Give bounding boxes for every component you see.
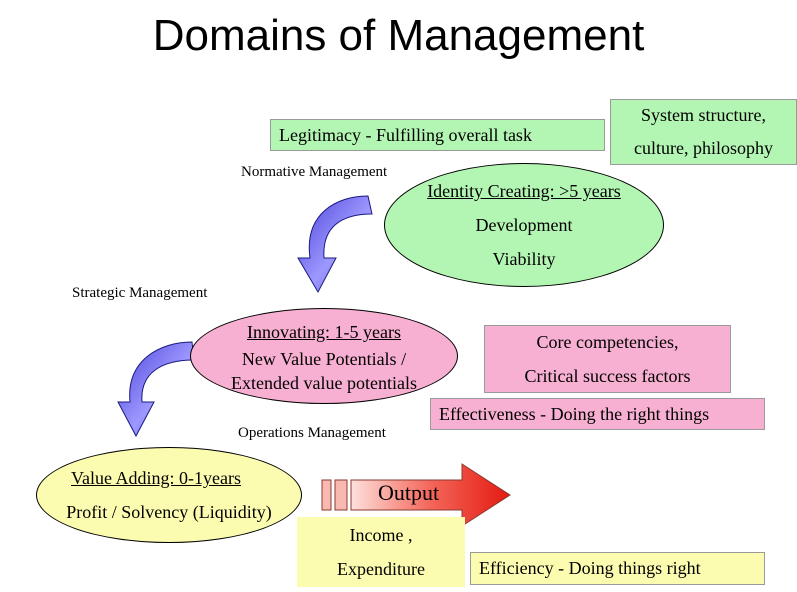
curved-arrow-strategic-to-operations (117, 341, 195, 438)
curved-arrow-normative-to-strategic (297, 195, 373, 294)
strategic-management-label: Strategic Management (72, 285, 208, 301)
normative-line: Viability (492, 249, 556, 269)
income-expenditure-line: Expenditure (337, 559, 425, 579)
output-arrow-stripe (334, 479, 348, 511)
strategic-line: Extended value potentials (231, 373, 417, 393)
system-structure-line: culture, philosophy (634, 138, 773, 158)
output-arrow (350, 463, 511, 527)
operations-ellipse: Value Adding: 0-1years Profit / Solvency… (36, 447, 302, 543)
effectiveness-box: Effectiveness - Doing the right things (430, 398, 765, 430)
core-competencies-box: Core competencies, Critical success fact… (484, 325, 731, 393)
normative-heading: Identity Creating: >5 years (427, 181, 621, 201)
page-title: Domains of Management (152, 11, 645, 60)
system-structure-box: System structure, culture, philosophy (610, 99, 797, 165)
core-competencies-line: Core competencies, (536, 332, 679, 352)
effectiveness-text: Effectiveness - Doing the right things (439, 403, 710, 424)
income-expenditure-box: Income , Expenditure (297, 517, 465, 587)
operations-line: Profit / Solvency (Liquidity) (66, 502, 272, 522)
income-expenditure-line: Income , (349, 525, 413, 545)
normative-ellipse: Identity Creating: >5 years Development … (384, 163, 664, 287)
legitimacy-text: Legitimacy - Fulfilling overall task (279, 124, 532, 145)
operations-management-label: Operations Management (238, 425, 386, 441)
strategic-heading: Innovating: 1-5 years (247, 322, 401, 342)
normative-line: Development (475, 215, 573, 235)
strategic-line: New Value Potentials / (241, 349, 407, 369)
efficiency-box: Efficiency - Doing things right (470, 552, 765, 585)
core-competencies-line: Critical success factors (524, 366, 691, 386)
normative-management-label: Normative Management (241, 164, 388, 180)
output-label: Output (378, 480, 440, 505)
output-arrow-stripe (321, 479, 332, 511)
efficiency-text: Efficiency - Doing things right (479, 558, 701, 578)
operations-heading: Value Adding: 0-1years (71, 468, 241, 488)
strategic-ellipse: Innovating: 1-5 years New Value Potentia… (190, 308, 458, 404)
legitimacy-box: Legitimacy - Fulfilling overall task (270, 119, 605, 151)
system-structure-line: System structure, (641, 105, 766, 125)
